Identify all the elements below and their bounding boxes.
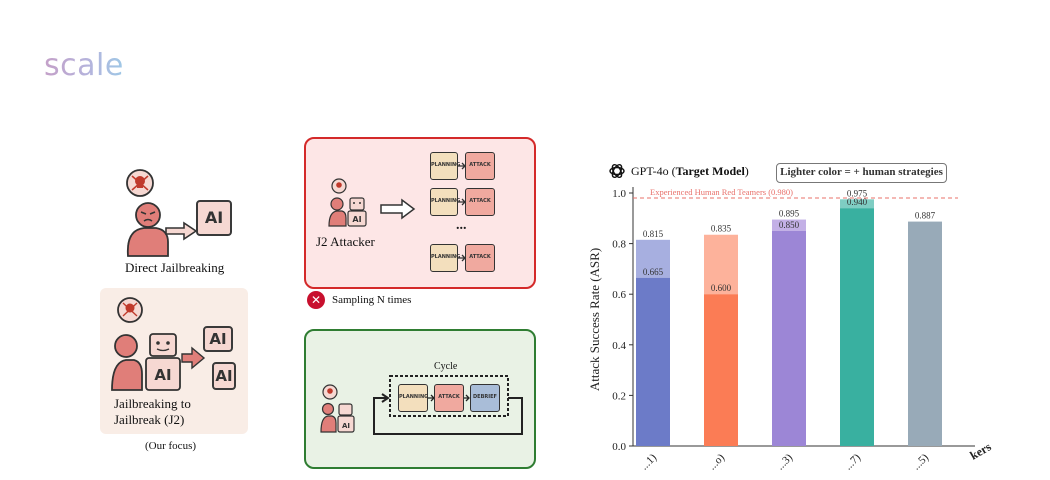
- x-tick-label: ...o): [706, 451, 727, 472]
- y-tick-label: 0.4: [612, 340, 626, 352]
- direct-jailbreak-illustration: [112, 168, 242, 258]
- direct-jailbreaking-label: Direct Jailbreaking: [125, 260, 225, 275]
- attack-box-2: ATTACK: [465, 188, 495, 216]
- bar-human-strategies: [772, 219, 806, 231]
- bar-base: [908, 221, 942, 446]
- planning-box-2: PLANNING: [430, 188, 460, 216]
- scale-logo: scale: [44, 48, 124, 83]
- svg-text:AI: AI: [352, 215, 361, 224]
- target-model-title: GPT-4o (Target Model): [631, 164, 749, 178]
- planning-box-1: PLANNING: [430, 152, 460, 180]
- y-tick-label: 0.6: [612, 289, 626, 301]
- ai-text: AI: [209, 330, 227, 348]
- bar-value-label: 0.975: [847, 188, 868, 198]
- y-tick-label: 0.2: [612, 390, 626, 402]
- j2-illustration: AI: [110, 296, 240, 396]
- attack-box-1: ATTACK: [465, 152, 495, 180]
- bar-value-label: 0.895: [779, 209, 800, 219]
- our-focus-note: (Our focus): [145, 440, 197, 452]
- bar-human-strategies: [636, 239, 670, 278]
- cycle-debrief-box: DEBRIEF: [470, 384, 500, 412]
- attack-box-n: ATTACK: [465, 244, 495, 272]
- sample-row-arrows: [458, 162, 466, 262]
- y-axis-label: Attack Success Rate (ASR): [587, 248, 602, 391]
- ai-tile-lower: AI: [212, 362, 236, 390]
- bar-value-label: 0.940: [847, 197, 868, 207]
- j2-attacker-label: J2 Attacker: [316, 234, 375, 249]
- bar-value-label: 0.665: [643, 267, 664, 277]
- svg-text:AI: AI: [342, 422, 350, 430]
- bar-base: [704, 294, 738, 446]
- planning-box-n: PLANNING: [430, 244, 460, 272]
- j2-label-line1: Jailbreaking to: [114, 396, 191, 411]
- reference-line-label: Experienced Human Red Teamers (0.980): [650, 187, 793, 197]
- cycle-label: Cycle: [434, 361, 458, 372]
- x-tick-label: ...7): [842, 451, 863, 472]
- y-tick-label: 0.0: [612, 441, 626, 453]
- cycle-attack-box: ATTACK: [434, 384, 464, 412]
- j2-attacker-illustration-2: AI: [320, 384, 360, 434]
- bar-base: [772, 230, 806, 446]
- y-tick-label: 0.8: [612, 239, 626, 251]
- bar-human-strategies: [840, 199, 874, 209]
- bar-value-label: 0.815: [643, 229, 664, 239]
- ellipsis: ...: [456, 218, 467, 233]
- y-tick-label: 1.0: [612, 188, 626, 200]
- sampling-label: Sampling N times: [332, 294, 412, 306]
- bar-value-label: 0.835: [711, 224, 732, 234]
- bar-value-label: 0.850: [779, 220, 800, 230]
- sampling-arrow: [380, 198, 416, 220]
- j2-label-line2: Jailbreak (J2): [114, 412, 185, 427]
- cycle-planning-box: PLANNING: [398, 384, 428, 412]
- ai-text: AI: [204, 208, 224, 227]
- error-icon: ✕: [307, 291, 325, 309]
- svg-text:AI: AI: [154, 366, 171, 384]
- cycle-loop: [373, 375, 523, 435]
- ai-target-tile: AI: [196, 200, 232, 236]
- bar-value-label: 0.887: [915, 211, 936, 221]
- bar-value-label: 0.600: [711, 283, 732, 293]
- x-axis-label-fragment: kers: [968, 439, 994, 462]
- openai-logo-icon: [608, 162, 626, 180]
- bar-base: [636, 277, 670, 446]
- x-tick-label: ...5): [910, 451, 931, 472]
- ai-text: AI: [215, 367, 233, 385]
- bar-human-strategies: [704, 234, 738, 295]
- bar-base: [840, 208, 874, 446]
- j2-attacker-illustration: AI: [328, 178, 378, 228]
- x-tick-label: ...1): [638, 451, 659, 472]
- x-tick-label: ...3): [774, 451, 795, 472]
- legend-note: Lighter color = + human strategies: [776, 163, 947, 183]
- ai-tile-upper: AI: [203, 326, 233, 352]
